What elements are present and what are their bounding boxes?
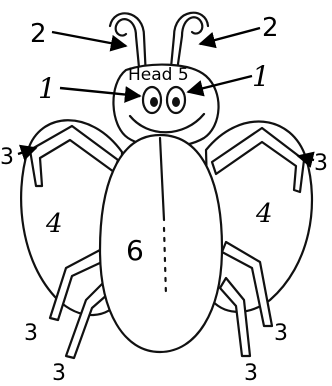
label-leg-upper-right: 3: [314, 151, 328, 176]
right-pupil: [172, 97, 180, 107]
label-wing-left: 4: [45, 209, 63, 239]
left-pupil: [150, 97, 158, 107]
label-antenna-left: 2: [30, 19, 47, 49]
label-leg-upper-left: 3: [0, 145, 14, 170]
label-eye-right: 1: [252, 60, 270, 93]
label-leg-lower-left-a: 3: [24, 321, 38, 346]
arrow-antenna-right: [200, 28, 260, 44]
arrow-antenna-left: [52, 32, 126, 46]
label-eye-left: 1: [38, 72, 56, 105]
label-leg-lower-right-b: 3: [244, 361, 258, 386]
label-antenna-right: 2: [262, 13, 279, 43]
label-body: 6: [126, 234, 144, 267]
label-leg-lower-left-b: 3: [52, 361, 66, 386]
label-leg-lower-right-a: 3: [274, 321, 288, 346]
label-wing-right: 4: [255, 199, 273, 229]
label-head: Head 5: [128, 65, 189, 85]
